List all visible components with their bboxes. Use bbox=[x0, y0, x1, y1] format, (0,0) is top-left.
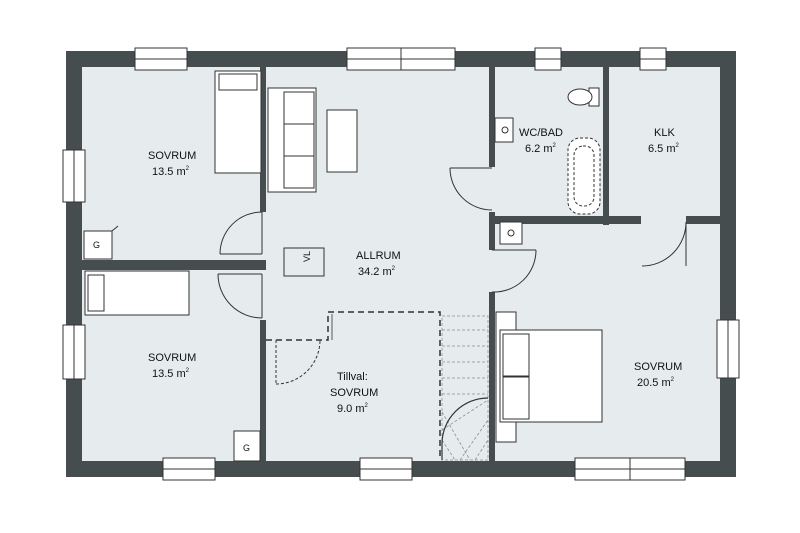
room-optional-prefix: Tillval: bbox=[337, 371, 368, 383]
stair-handrail bbox=[441, 397, 489, 460]
room-closet-area: 6.5 m bbox=[648, 143, 676, 155]
room-bed-sw: SOVRUM 13.5 m2 bbox=[148, 352, 196, 380]
sofa bbox=[267, 87, 317, 193]
wardrobe-nw-label: G bbox=[93, 240, 100, 250]
svg-text:9.0 m2: 9.0 m2 bbox=[337, 403, 369, 415]
bathtub bbox=[567, 137, 601, 215]
coffee-table bbox=[326, 109, 358, 173]
room-bed-e-name: SOVRUM bbox=[634, 361, 682, 373]
room-bed-sw-name: SOVRUM bbox=[148, 352, 196, 364]
room-bed-sw-area: 13.5 m bbox=[152, 368, 186, 380]
optional-room-outline bbox=[266, 311, 441, 460]
interior-walls bbox=[82, 67, 720, 461]
room-optional-name: SOVRUM bbox=[330, 387, 378, 399]
stairs bbox=[441, 315, 489, 461]
room-bed-nw: SOVRUM 13.5 m2 bbox=[148, 150, 196, 178]
room-bed-e: SOVRUM 20.5 m2 bbox=[634, 361, 682, 389]
wardrobe-nw: G bbox=[83, 225, 119, 260]
floor-drain bbox=[499, 221, 523, 245]
svg-text:6.5 m2: 6.5 m2 bbox=[648, 143, 680, 155]
svg-text:13.5 m2: 13.5 m2 bbox=[152, 368, 190, 380]
bed-nw bbox=[214, 70, 262, 174]
room-bed-e-sup: 2 bbox=[671, 377, 675, 383]
toilet bbox=[567, 87, 600, 107]
room-bath-name: WC/BAD bbox=[519, 127, 563, 139]
room-bed-nw-sup: 2 bbox=[186, 166, 190, 172]
svg-text:13.5 m2: 13.5 m2 bbox=[152, 166, 190, 178]
room-bed-nw-name: SOVRUM bbox=[148, 150, 196, 162]
svg-text:20.5 m2: 20.5 m2 bbox=[637, 377, 675, 389]
room-closet-sup: 2 bbox=[676, 143, 680, 149]
bed-sw bbox=[84, 270, 190, 316]
room-bed-sw-sup: 2 bbox=[186, 368, 190, 374]
room-optional-area: 9.0 m bbox=[337, 403, 365, 415]
room-living-sup: 2 bbox=[392, 266, 396, 272]
vl-unit: VL bbox=[283, 247, 325, 277]
room-living-name: ALLRUM bbox=[356, 250, 401, 262]
room-closet-name: KLK bbox=[654, 127, 675, 139]
room-closet: KLK 6.5 m2 bbox=[648, 127, 680, 155]
wardrobe-sw-label: G bbox=[243, 443, 250, 453]
room-bath-sup: 2 bbox=[553, 143, 557, 149]
doors bbox=[217, 167, 687, 385]
svg-text:34.2 m2: 34.2 m2 bbox=[358, 266, 396, 278]
room-bath-area: 6.2 m bbox=[525, 143, 553, 155]
room-bed-nw-area: 13.5 m bbox=[152, 166, 186, 178]
room-bed-e-area: 20.5 m bbox=[637, 377, 671, 389]
windows bbox=[62, 47, 740, 481]
room-bath: WC/BAD 6.2 m2 bbox=[519, 127, 563, 155]
room-living-area: 34.2 m bbox=[358, 266, 392, 278]
wardrobe-sw: G bbox=[233, 430, 261, 462]
sink bbox=[494, 117, 514, 143]
room-living: ALLRUM 34.2 m2 bbox=[356, 250, 401, 278]
vl-label: VL bbox=[302, 251, 312, 262]
svg-text:6.2 m2: 6.2 m2 bbox=[525, 143, 557, 155]
room-optional: Tillval: SOVRUM 9.0 m2 bbox=[330, 371, 378, 415]
bed-double bbox=[495, 311, 603, 443]
room-optional-sup: 2 bbox=[365, 403, 369, 409]
